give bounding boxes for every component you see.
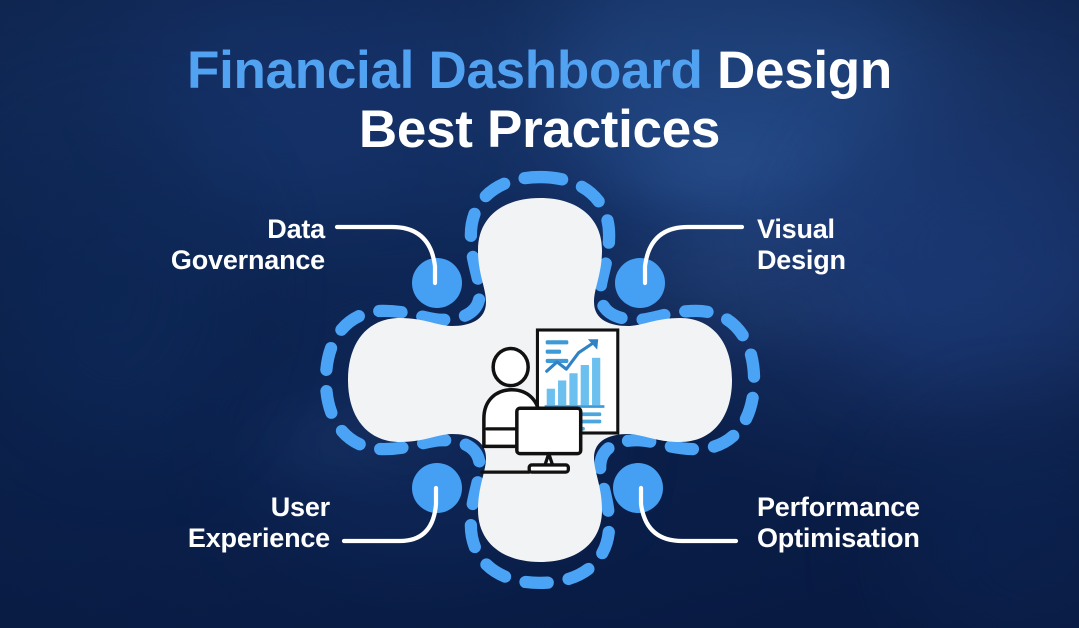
node-dot-user-experience[interactable] — [412, 463, 462, 513]
label-performance-optimisation[interactable]: Performance Optimisation — [757, 492, 1079, 555]
node-dot-performance-optimisation[interactable] — [613, 463, 663, 513]
label-line-1: Performance — [757, 492, 920, 522]
analyst-at-computer-with-chart-board-icon — [480, 328, 620, 474]
title-line-1: Financial Dashboard Design — [0, 41, 1079, 100]
label-line-2: Governance — [170, 245, 325, 276]
label-line-1: User — [270, 492, 330, 522]
label-data-governance[interactable]: Data Governance — [0, 214, 325, 277]
node-dot-visual-design[interactable] — [615, 258, 665, 308]
page-title: Financial Dashboard Design Best Practice… — [0, 41, 1079, 160]
title-white-text: Design — [702, 41, 892, 100]
label-line-1: Data — [267, 214, 325, 244]
title-accent-text: Financial Dashboard — [187, 41, 703, 100]
label-line-2: Optimisation — [757, 523, 920, 554]
central-diagram — [310, 170, 770, 610]
label-user-experience[interactable]: User Experience — [0, 492, 330, 555]
label-line-2: Experience — [187, 523, 330, 554]
title-line-2: Best Practices — [358, 100, 721, 160]
node-dot-data-governance[interactable] — [412, 258, 462, 308]
label-visual-design[interactable]: Visual Design — [757, 214, 1079, 277]
label-line-2: Design — [757, 245, 846, 276]
label-line-1: Visual — [757, 214, 835, 244]
